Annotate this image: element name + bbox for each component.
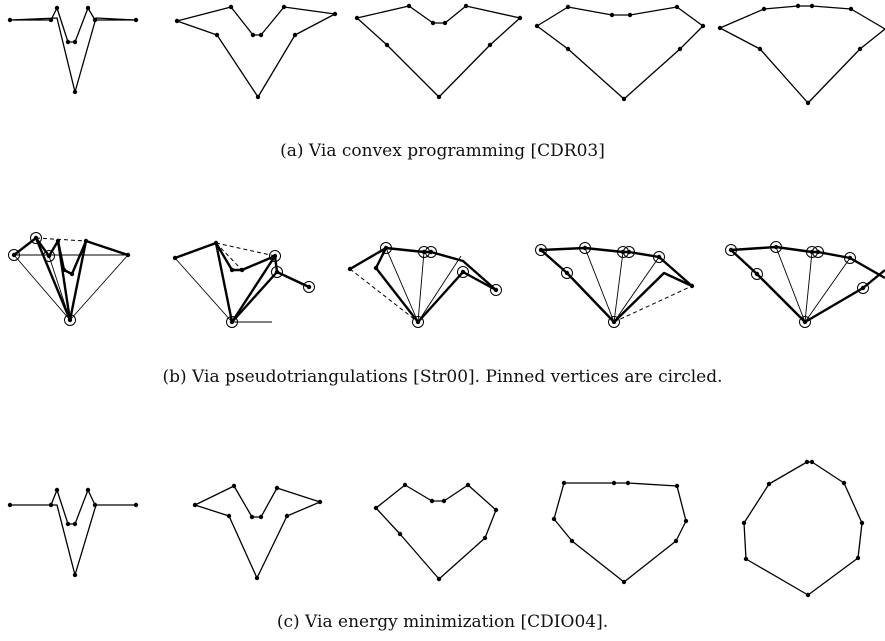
polygon-c1	[9, 489, 137, 576]
caption-a: (a) Via convex programming [CDR03]	[280, 141, 605, 161]
pseudotriangulation-b5	[730, 245, 885, 324]
vertices-a1	[7, 5, 139, 95]
polygon-c5	[743, 461, 863, 596]
polygon-a4	[536, 6, 704, 100]
vertices-a2	[174, 4, 338, 100]
polygon-a1	[9, 7, 137, 93]
vertices-a4	[534, 4, 706, 102]
pseudotriangulation-b2	[174, 241, 311, 323]
caption-b: (b) Via pseudotriangulations [Str00]. Pi…	[162, 367, 723, 387]
polygon-a3	[356, 5, 521, 98]
pseudotriangulation-b3	[349, 246, 497, 323]
caption-c: (c) Via energy minimization [CDIO04].	[276, 612, 609, 632]
pseudotriangulation-b4	[540, 246, 693, 323]
vertices-a3	[354, 3, 523, 100]
polygon-c3	[375, 484, 497, 580]
polygon-a2	[176, 6, 336, 98]
vertices-a5	[717, 3, 863, 106]
pseudotriangulation-b1	[13, 236, 129, 321]
polygon-c2	[194, 485, 321, 579]
polygon-c4	[553, 482, 687, 583]
polygon-a5	[719, 5, 885, 104]
